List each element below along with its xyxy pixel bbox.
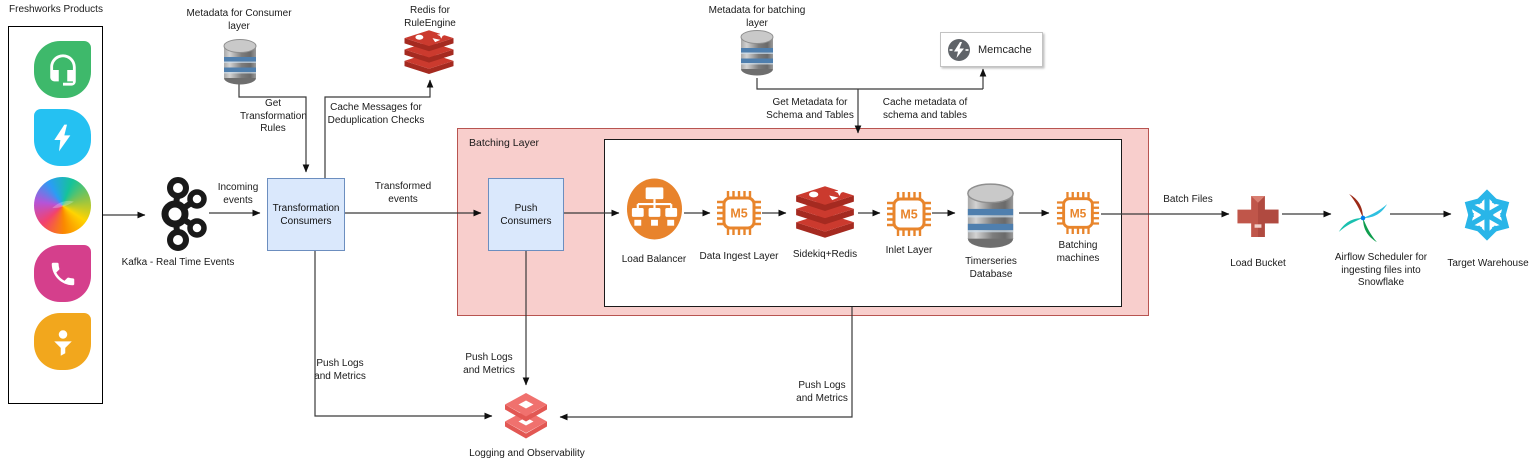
inlet-layer-label: Inlet Layer — [885, 245, 933, 256]
sidekiq-redis-label: Sidekiq+Redis — [792, 249, 858, 260]
m5-chip-icon — [886, 191, 932, 237]
kafka-label: Kafka - Real Time Events — [121, 257, 235, 268]
edge-label-push-logs-right: Push Logs and Metrics — [796, 380, 848, 404]
edge-label-transformed-events: Transformed events — [374, 181, 432, 205]
memcache-box: Memcache — [940, 32, 1043, 67]
database-icon — [962, 182, 1019, 250]
load-balancer-icon — [626, 177, 683, 241]
edge-label-push-logs-middle: Push Logs and Metrics — [463, 352, 515, 376]
database-icon — [221, 38, 259, 86]
logging-observability-icon — [500, 393, 552, 443]
redis-icon — [401, 30, 457, 76]
freshworks-products-box — [8, 26, 103, 404]
batching-layer-title: Batching Layer — [469, 137, 540, 149]
headset-icon — [49, 53, 76, 86]
timeseries-db-label: Timerseries Database — [965, 256, 1017, 280]
person-funnel-icon — [53, 329, 72, 356]
product-freshworks-crm — [34, 177, 91, 234]
phone-icon — [51, 262, 74, 285]
data-ingest-layer-label: Data Ingest Layer — [699, 251, 779, 262]
logging-label: Logging and Observability — [469, 448, 585, 459]
redis-rule-engine-label: Redis for RuleEngine — [404, 5, 456, 29]
product-freshcaller — [34, 245, 91, 302]
pinwheel-icon — [51, 200, 74, 208]
edge-label-cache-metadata: Cache metadata of schema and tables — [882, 97, 968, 121]
product-freshsales — [34, 313, 91, 370]
kafka-icon — [149, 176, 207, 254]
edge-label-incoming-events: Incoming events — [217, 182, 259, 206]
edge-label-batch-files: Batch Files — [1163, 194, 1213, 205]
batching-machines-label: Batching machines — [1056, 240, 1100, 264]
lightning-icon — [53, 124, 70, 151]
freshworks-products-title: Freshworks Products — [9, 4, 103, 15]
product-freshdesk — [34, 41, 91, 98]
metadata-batching-label: Metadata for batching layer — [708, 5, 806, 29]
transformation-consumers-box: Transformation Consumers — [267, 178, 345, 251]
redis-icon — [792, 185, 858, 241]
product-freshservice — [34, 109, 91, 166]
snowflake-icon — [1457, 183, 1517, 247]
edge-label-push-logs-left: Push Logs and Metrics — [314, 358, 366, 382]
memcache-label: Memcache — [978, 43, 1032, 56]
s3-bucket-icon — [1235, 194, 1281, 239]
edge-label-get-metadata-schema: Get Metadata for Schema and Tables — [766, 97, 854, 121]
m5-chip-icon — [1055, 191, 1101, 235]
edge-label-cache-messages: Cache Messages for Deduplication Checks — [327, 102, 425, 126]
load-bucket-label: Load Bucket — [1230, 258, 1286, 269]
airflow-label: Airflow Scheduler for ingesting files in… — [1334, 252, 1428, 288]
edge-label-get-transformation-rules: Get Transformation Rules — [240, 98, 307, 134]
database-icon — [738, 28, 776, 78]
push-consumers-label: Push Consumers — [500, 202, 552, 227]
memcache-bolt-icon — [948, 38, 970, 61]
m5-chip-icon — [716, 189, 762, 237]
target-warehouse-label: Target Warehouse — [1447, 258, 1529, 269]
load-balancer-label: Load Balancer — [621, 254, 687, 265]
transformation-consumers-label: Transformation Consumers — [272, 202, 340, 227]
metadata-consumer-label: Metadata for Consumer layer — [186, 8, 292, 32]
push-consumers-box: Push Consumers — [488, 178, 564, 251]
airflow-pinwheel-icon — [1337, 190, 1389, 246]
batching-inner-box — [604, 139, 1122, 307]
